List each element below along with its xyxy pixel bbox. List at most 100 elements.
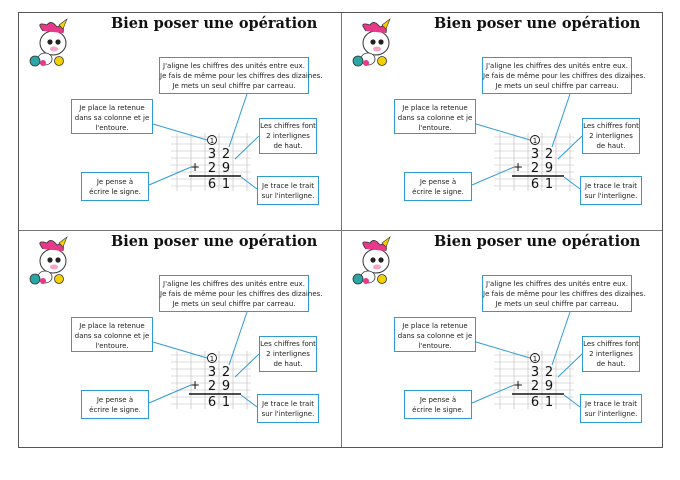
note-digit-height: Les chiffres font 2 interlignes de haut. xyxy=(259,118,317,154)
carry-digit: 1 xyxy=(210,137,214,145)
note-text: écrire le signe. xyxy=(89,406,141,414)
note-text: de haut. xyxy=(596,142,626,150)
connector-line xyxy=(563,176,581,190)
connector-height xyxy=(557,135,583,160)
bottom-tens-digit: 2 xyxy=(531,379,539,394)
note-result-line: Je trace le trait sur l'interligne. xyxy=(257,176,319,205)
connector-sign xyxy=(471,166,515,186)
unicorn-mascot-icon xyxy=(352,18,391,67)
carry-digit: 1 xyxy=(533,137,537,145)
connector-height xyxy=(557,353,583,378)
note-text: Je pense à xyxy=(96,178,134,186)
note-digit-height: Les chiffres font 2 interlignes de haut. xyxy=(582,118,640,154)
note-text: Les chiffres font xyxy=(583,122,639,130)
note-result-line: Je trace le trait sur l'interligne. xyxy=(580,394,642,423)
bottom-tens-digit: 2 xyxy=(208,379,216,394)
note-text: sur l'interligne. xyxy=(584,192,638,200)
note-text: Je pense à xyxy=(419,396,457,404)
connector-units xyxy=(551,311,571,366)
note-text: Je mets un seul chiffre par carreau. xyxy=(495,82,619,90)
connector-carry xyxy=(475,341,531,359)
top-tens-digit: 3 xyxy=(531,365,539,380)
note-text: Je fais de même pour les chiffres des di… xyxy=(483,72,646,80)
connector-sign xyxy=(471,384,515,404)
note-text: Je place la retenue xyxy=(402,104,468,112)
plus-sign: + xyxy=(190,378,200,392)
note-text: l'entoure. xyxy=(418,342,452,350)
note-text: dans sa colonne et je xyxy=(397,332,473,340)
connector-units xyxy=(551,93,571,148)
note-text: Je fais de même pour les chiffres des di… xyxy=(483,290,646,298)
page-title: Bien poser une opération xyxy=(434,15,641,32)
operation-diagram: 1 3 2 + 2 9 6 1 xyxy=(471,311,583,410)
note-units-alignment: J'aligne les chiffres des unités entre e… xyxy=(482,57,646,94)
note-result-line: Je trace le trait sur l'interligne. xyxy=(257,394,319,423)
note-text: de haut. xyxy=(273,360,303,368)
note-text: Je fais de même pour les chiffres des di… xyxy=(160,290,323,298)
operation-card-2: Bien poser une opération 1 xyxy=(342,13,664,230)
plus-sign: + xyxy=(513,160,523,174)
carry-circle xyxy=(530,135,540,145)
horizontal-divider xyxy=(19,230,662,231)
note-text: J'aligne les chiffres des unités entre e… xyxy=(486,280,628,288)
note-text: Les chiffres font xyxy=(260,340,316,348)
note-text: Les chiffres font xyxy=(260,122,316,130)
note-text: sur l'interligne. xyxy=(261,410,315,418)
note-text: l'entoure. xyxy=(95,342,129,350)
bottom-units-digit: 9 xyxy=(222,161,230,176)
note-text: 2 interlignes xyxy=(266,350,310,358)
note-sign: Je pense à écrire le signe. xyxy=(404,390,472,419)
note-text: Je pense à xyxy=(419,178,457,186)
note-text: sur l'interligne. xyxy=(584,410,638,418)
note-text: J'aligne les chiffres des unités entre e… xyxy=(163,280,305,288)
result-tens-digit: 6 xyxy=(531,395,539,410)
unicorn-mascot-icon xyxy=(29,236,68,285)
carry-digit: 1 xyxy=(533,355,537,363)
top-tens-digit: 3 xyxy=(208,365,216,380)
note-text: Je place la retenue xyxy=(402,322,468,330)
connector-carry xyxy=(152,341,208,359)
connector-line xyxy=(563,394,581,408)
connector-sign xyxy=(148,166,192,186)
connector-line xyxy=(240,176,258,190)
note-carry: Je place la retenue dans sa colonne et j… xyxy=(71,317,153,352)
connector-carry xyxy=(475,123,531,141)
operation-card-3: Bien poser une opération 1 xyxy=(19,231,341,448)
note-result-line: Je trace le trait sur l'interligne. xyxy=(580,176,642,205)
note-text: écrire le signe. xyxy=(412,406,464,414)
note-text: Je mets un seul chiffre par carreau. xyxy=(495,300,619,308)
note-text: Je mets un seul chiffre par carreau. xyxy=(172,82,296,90)
result-tens-digit: 6 xyxy=(531,177,539,192)
page-title: Bien poser une opération xyxy=(111,15,318,32)
note-text: dans sa colonne et je xyxy=(397,114,473,122)
worksheet-page: Bien poser une opération 1 xyxy=(18,12,663,448)
operation-diagram: 1 3 2 + 2 9 6 1 xyxy=(148,311,260,410)
note-text: J'aligne les chiffres des unités entre e… xyxy=(163,62,305,70)
top-units-digit: 2 xyxy=(545,147,553,162)
note-carry: Je place la retenue dans sa colonne et j… xyxy=(394,99,476,134)
result-units-digit: 1 xyxy=(545,395,553,410)
note-text: dans sa colonne et je xyxy=(74,332,150,340)
note-text: dans sa colonne et je xyxy=(74,114,150,122)
carry-digit: 1 xyxy=(210,355,214,363)
operation-diagram: 1 3 2 + 2 9 6 1 xyxy=(148,93,260,192)
note-carry: Je place la retenue dans sa colonne et j… xyxy=(71,99,153,134)
note-sign: Je pense à écrire le signe. xyxy=(81,390,149,419)
top-units-digit: 2 xyxy=(545,365,553,380)
note-text: 2 interlignes xyxy=(589,132,633,140)
result-tens-digit: 6 xyxy=(208,177,216,192)
note-text: écrire le signe. xyxy=(89,188,141,196)
connector-height xyxy=(234,353,260,378)
unicorn-mascot-icon xyxy=(29,18,68,67)
carry-circle xyxy=(530,353,540,363)
note-units-alignment: J'aligne les chiffres des unités entre e… xyxy=(159,275,323,312)
top-tens-digit: 3 xyxy=(531,147,539,162)
note-text: de haut. xyxy=(273,142,303,150)
note-text: l'entoure. xyxy=(95,124,129,132)
result-units-digit: 1 xyxy=(222,177,230,192)
carry-circle xyxy=(207,135,217,145)
note-text: J'aligne les chiffres des unités entre e… xyxy=(486,62,628,70)
note-text: Je trace le trait xyxy=(262,182,314,190)
note-text: de haut. xyxy=(596,360,626,368)
unicorn-mascot-icon xyxy=(352,236,391,285)
